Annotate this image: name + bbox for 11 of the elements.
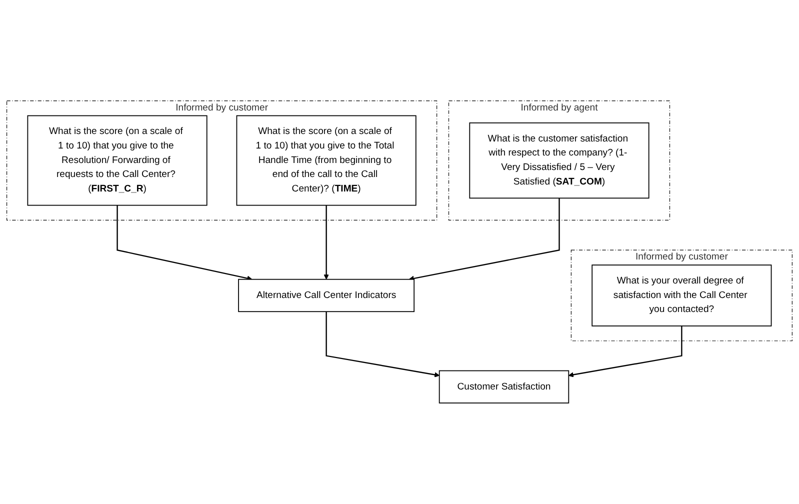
arrow [326, 312, 440, 378]
node-box: What is your overall degree of satisfaction with the Call Center you contacted? [592, 264, 772, 326]
arrow [324, 205, 329, 280]
node-box: What is the score (on a scale of 1 to 10) that you give to the Resolution/ Forwarding of requests to the Call Center? (FIRST_C_R) [27, 115, 208, 206]
node-box: Customer Satisfaction [438, 370, 570, 404]
arrow [568, 326, 682, 378]
arrow [408, 198, 560, 282]
node-box: What is the score (on a scale of 1 to 10) that you give to the Total Handle Time (from beginning to end of the call to the Call Center)? (TIME) [236, 115, 416, 206]
arrow [116, 205, 252, 282]
node-box: Alternative Call Center Indicators [238, 279, 415, 312]
node-box: What is the customer satisfaction with respect to the company? (1- Very Dissatisfied / 5 – Very Satisfied (SAT_COM) [469, 122, 650, 199]
